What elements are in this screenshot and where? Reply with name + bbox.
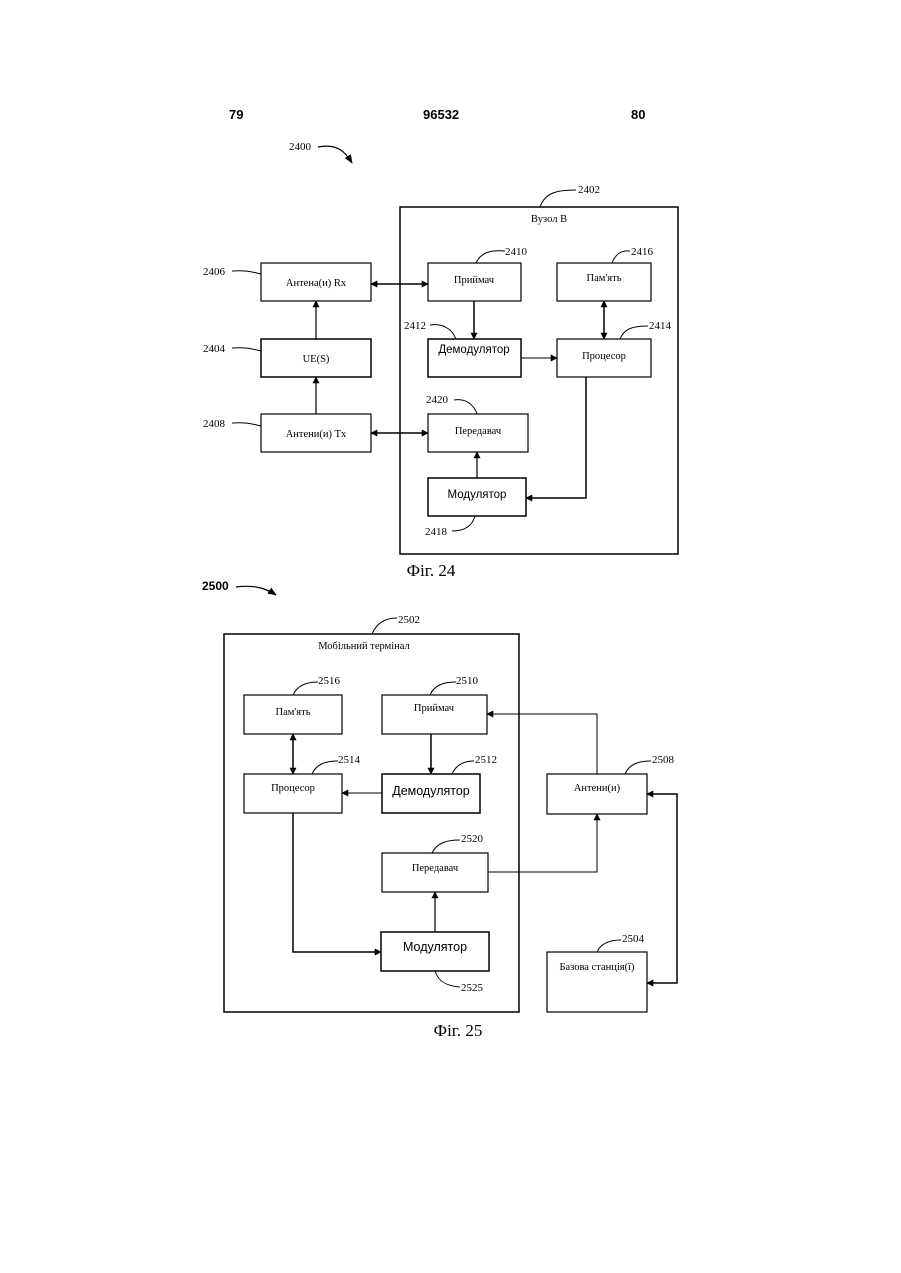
node-processor-leader <box>620 326 648 339</box>
fig25-caption: Фіг. 25 <box>434 1021 483 1040</box>
base-station-leader <box>597 940 621 952</box>
mt-antenna-label: Антени(и) <box>574 783 621 794</box>
node-demodulator-leader <box>430 325 456 339</box>
mt-receiver-label: Приймач <box>414 703 455 714</box>
fig25-ref-arrow <box>236 586 276 595</box>
node-receiver-ref: 2410 <box>505 246 528 258</box>
mt-processor-label: Процесор <box>271 783 315 794</box>
node-memory-ref: 2416 <box>631 246 654 258</box>
base-station-box <box>547 952 647 1012</box>
mt-transmitter-leader <box>432 840 460 853</box>
node-modulator-ref: 2418 <box>425 526 448 538</box>
mobile-terminal-ref: 2502 <box>398 614 420 626</box>
mt-memory-label: Пам'ять <box>276 707 311 718</box>
node-memory-label: Пам'ять <box>587 273 622 284</box>
ue-leader <box>232 348 261 351</box>
mt-demodulator-label: Демодулятор <box>392 784 470 798</box>
mt-receiver-leader <box>430 682 456 695</box>
mt-demodulator-ref: 2512 <box>475 754 497 766</box>
node-modulator-label: Модулятор <box>448 489 507 501</box>
fig25-ref-label: 2500 <box>202 579 229 593</box>
node-memory-leader <box>612 251 630 263</box>
node-modulator-leader <box>452 516 475 531</box>
figure-25: 2500 Мобільний термінал 2502 Пам'ять 251… <box>202 579 677 1040</box>
node-receiver-label: Приймач <box>454 275 495 286</box>
processor-to-modulator <box>526 377 586 498</box>
mt-antenna-box <box>547 774 647 814</box>
node-transmitter-leader <box>454 400 477 414</box>
figure-24: 2400 Вузол В 2402 Антена(и) Rx 2406 UE(S… <box>203 141 678 580</box>
node-transmitter-ref: 2420 <box>426 394 449 406</box>
node-b-ref: 2402 <box>578 184 600 196</box>
base-station-ref: 2504 <box>622 933 645 945</box>
node-b-leader <box>540 190 576 207</box>
antenna-rx-leader <box>232 271 261 274</box>
mt-modulator-leader <box>435 971 460 987</box>
mt-memory-ref: 2516 <box>318 675 341 687</box>
ue-ref: 2404 <box>203 343 226 355</box>
node-b-box <box>400 207 678 554</box>
mobile-terminal-title: Мобільний термінал <box>318 641 410 652</box>
node-b-title: Вузол В <box>531 214 567 225</box>
mt-modulator-label: Модулятор <box>403 940 467 954</box>
mt-receiver-box <box>382 695 487 734</box>
antenna-rx-label: Антена(и) Rx <box>286 278 347 289</box>
mt-processor-leader <box>312 761 338 774</box>
antenna-tx-label: Антени(и) Tx <box>286 429 347 440</box>
antenna-rx-ref: 2406 <box>203 266 226 278</box>
mt-receiver-ref: 2510 <box>456 675 479 687</box>
antenna-tx-ref: 2408 <box>203 418 226 430</box>
base-station-label: Базова станція(ї) <box>559 962 635 973</box>
fig24-caption: Фіг. 24 <box>407 561 456 580</box>
mt-transmitter-label: Передавач <box>412 863 459 874</box>
mt-modulator-ref: 2525 <box>461 982 484 994</box>
mt-processor-ref: 2514 <box>338 754 361 766</box>
fig24-ref-arrow <box>318 146 352 163</box>
antenna-tx-leader <box>232 423 261 426</box>
mt-antenna-leader <box>625 761 651 774</box>
node-receiver-leader <box>476 251 505 263</box>
node-demodulator-ref: 2412 <box>404 320 426 332</box>
mt-antenna-to-receiver <box>487 714 597 774</box>
antenna-base-station-link <box>647 794 677 983</box>
node-demodulator-label: Демодулятор <box>438 344 509 356</box>
mt-transmitter-ref: 2520 <box>461 833 484 845</box>
mt-demodulator-leader <box>452 761 474 774</box>
mt-antenna-ref: 2508 <box>652 754 675 766</box>
mobile-terminal-leader <box>372 618 397 634</box>
node-transmitter-label: Передавач <box>455 426 502 437</box>
ue-label: UE(S) <box>303 354 330 365</box>
mobile-terminal-box <box>224 634 519 1012</box>
mt-memory-leader <box>293 682 318 695</box>
node-processor-label: Процесор <box>582 351 626 362</box>
node-processor-ref: 2414 <box>649 320 672 332</box>
fig24-ref-label: 2400 <box>289 141 312 153</box>
mt-processor-to-modulator <box>293 813 381 952</box>
mt-transmitter-to-antenna <box>488 814 597 872</box>
